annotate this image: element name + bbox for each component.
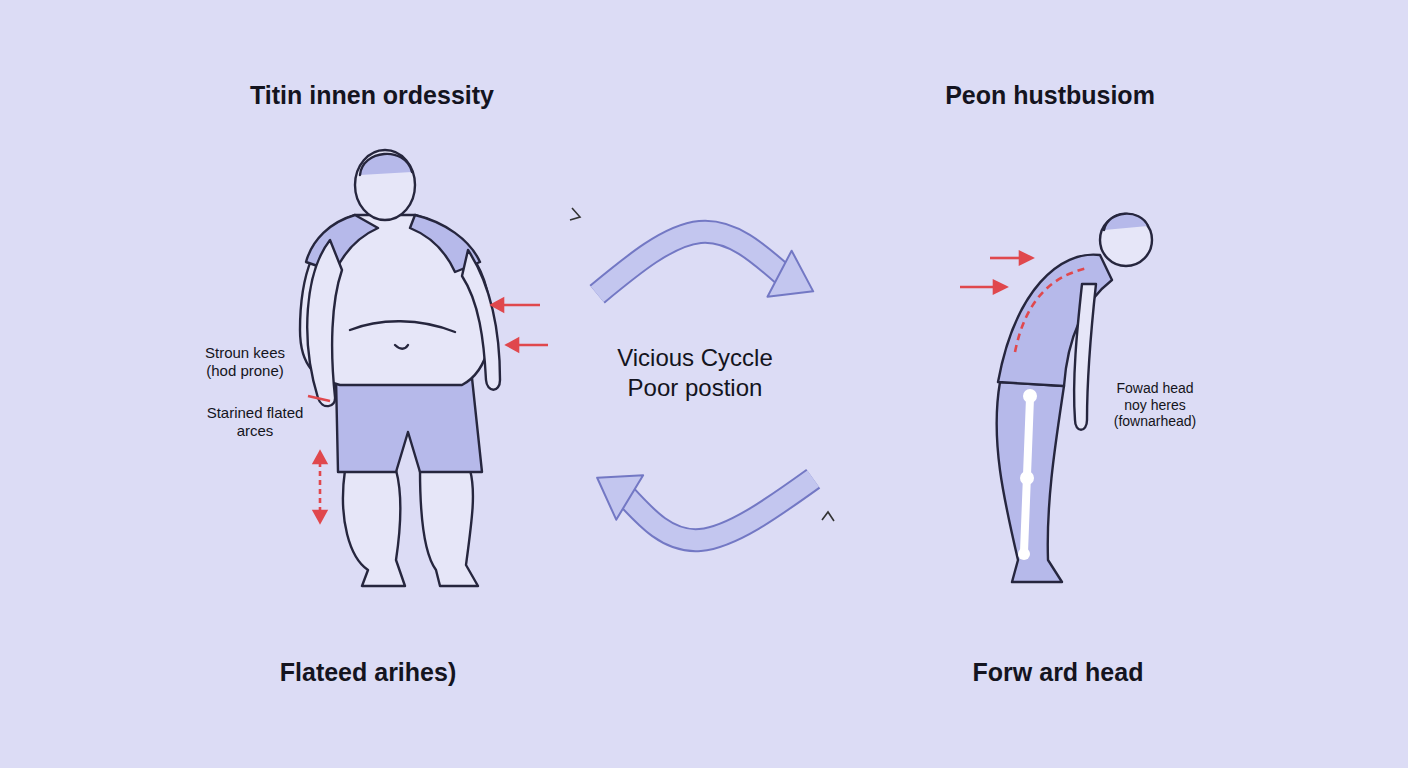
hunched-figure [1023, 389, 1037, 403]
strain-arrow [507, 339, 518, 351]
cycle-circle: Peon hustbusiomFowad head noy heres (fow… [795, 135, 1295, 635]
obese-figure [360, 154, 412, 175]
circle-heading: Peon hustbusiom [945, 80, 1155, 110]
direction-mark [570, 208, 834, 521]
strain-arrow [515, 344, 548, 347]
posture-arrow [990, 257, 1022, 260]
circle-heading: Titin innen ordessity [250, 80, 494, 110]
circle-label: Flateed arihes) [280, 657, 456, 687]
strain-arrow [314, 511, 326, 522]
strain-arrow [314, 452, 326, 463]
hunched-figure [997, 382, 1064, 582]
circle-label: Forw ard head [973, 657, 1144, 687]
arrow-body [597, 232, 785, 294]
hunched-figure [1100, 214, 1152, 266]
ring-band [807, 147, 1283, 623]
obese-figure [300, 150, 500, 586]
obese-figure [307, 240, 342, 406]
obese-figure [350, 321, 455, 332]
dashed-outline [127, 143, 613, 629]
circle-outline [125, 141, 615, 631]
cycle-circle: Titin innen ordessityStroun kees (hod pr… [125, 141, 615, 631]
inner-disc [858, 198, 1233, 573]
posture-arrow [1015, 268, 1088, 352]
strain-arrow [308, 299, 548, 522]
circle-label: Stroun kees (hod prone) [195, 344, 295, 380]
arrow-head [767, 251, 813, 297]
obese-figure [462, 250, 500, 390]
arrow-outline [625, 479, 814, 541]
obese-figure [343, 470, 405, 586]
obese-figure [355, 150, 415, 220]
circle-outline [795, 135, 1295, 635]
hunched-figure [1018, 548, 1030, 560]
dashed-outline [797, 137, 1293, 633]
direction-mark [570, 208, 580, 220]
inner-disc [186, 202, 554, 570]
cycle-arrow [597, 232, 813, 297]
obese-figure [420, 470, 478, 586]
obese-figure [336, 378, 482, 472]
strain-arrow [492, 299, 503, 311]
strain-arrow [500, 304, 540, 307]
circle-label: Starined flated arces [205, 404, 305, 440]
strain-arrow [308, 396, 330, 401]
arrow-head [597, 475, 643, 519]
direction-mark [822, 512, 834, 521]
posture-arrow [960, 252, 1088, 352]
strain-arrow [319, 462, 322, 512]
arrow-outline [597, 232, 785, 294]
posture-arrow [994, 281, 1006, 293]
hunched-figure [998, 255, 1112, 386]
cycle-arrow [597, 475, 813, 540]
posture-arrow [1020, 252, 1032, 264]
circle-label: Fowad head noy heres (fownarhead) [1105, 380, 1205, 430]
ring-band [137, 153, 603, 619]
hunched-figure [1104, 214, 1148, 230]
hunched-figure [1074, 284, 1096, 430]
posture-arrow [960, 286, 996, 289]
arrow-body [625, 479, 814, 541]
cycle-label: Vicious Cyccle Poor postion [600, 343, 790, 403]
hunched-figure [1020, 471, 1034, 485]
obese-figure [395, 345, 408, 349]
